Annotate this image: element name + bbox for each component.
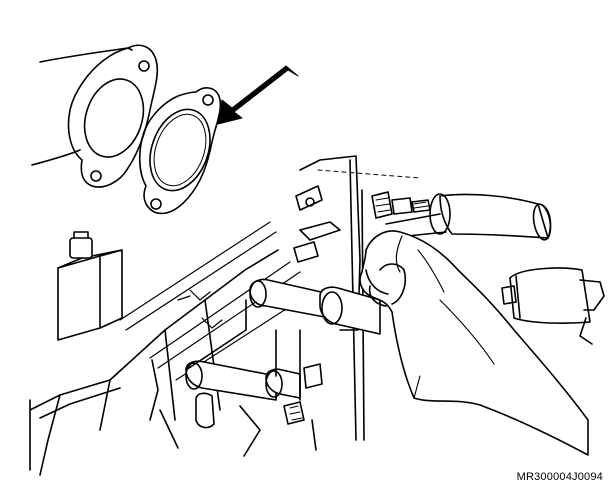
arrow-pointer-icon	[217, 65, 299, 125]
electrical-connector	[501, 267, 605, 345]
removal-guide	[317, 169, 421, 179]
sensor-box	[57, 231, 123, 341]
figure-code: MR300004J0094	[516, 471, 603, 483]
housing-cylinders	[185, 278, 381, 401]
engine-block	[29, 249, 279, 476]
coolant-hose	[385, 193, 552, 241]
gasket	[138, 87, 222, 215]
gloved-hand	[359, 230, 589, 456]
pipe-flange	[67, 44, 159, 188]
lower-bolts	[149, 359, 323, 457]
housing-bolts	[371, 191, 431, 219]
water-outlet-pipe	[31, 47, 133, 166]
